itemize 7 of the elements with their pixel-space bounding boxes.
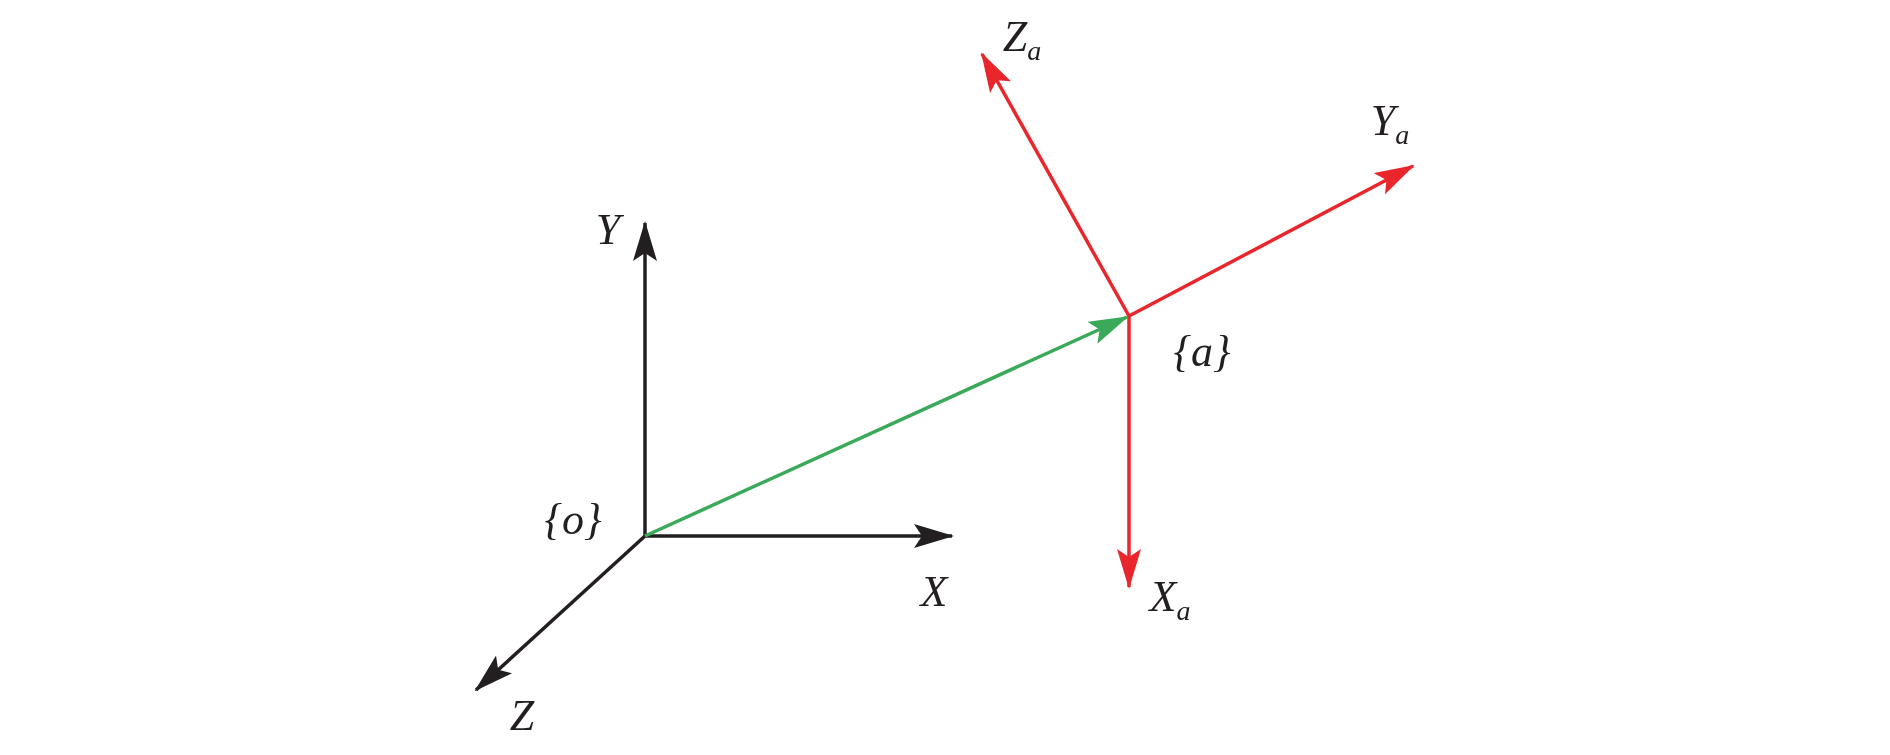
axis-label: Y$_{a}$ (1370, 98, 1410, 150)
axis-label: X (920, 570, 948, 614)
axis-label: Z (509, 694, 535, 738)
axis-label: {o} (544, 498, 602, 542)
axis-label: Z$_{a}$ (1002, 14, 1042, 66)
axis-label: X$_{a}$ (1149, 574, 1191, 626)
axis-label: {a} (1173, 330, 1231, 374)
